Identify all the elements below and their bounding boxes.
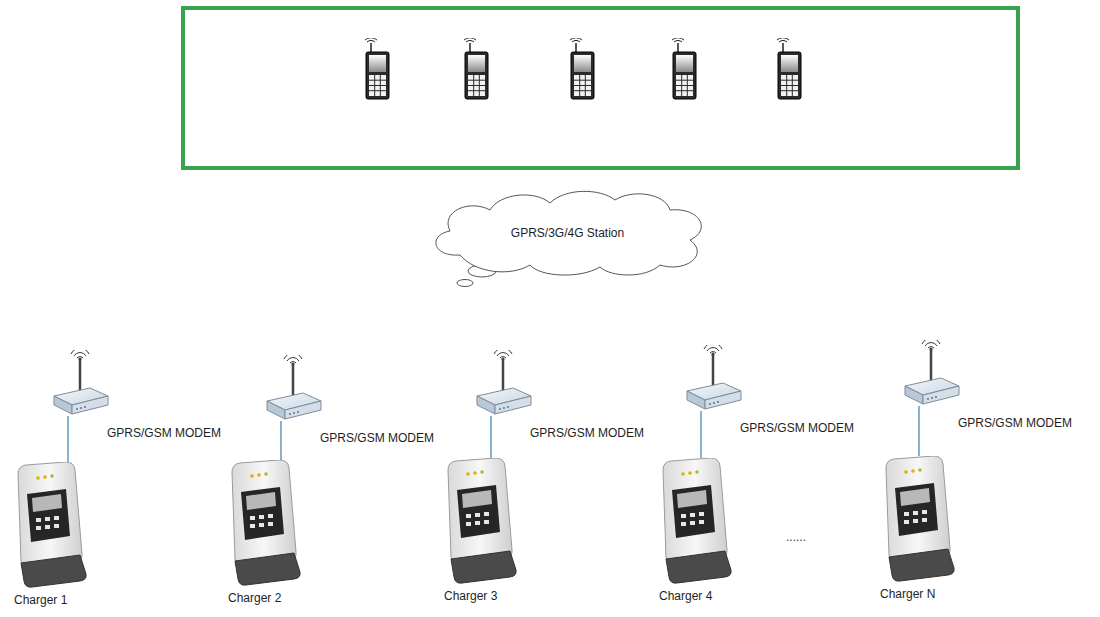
modem-icon — [905, 338, 959, 404]
modem-label: GPRS/GSM MODEM — [740, 421, 900, 435]
thought-bubble — [457, 280, 473, 287]
station-cloud: GPRS/3G/4G Station — [420, 185, 715, 280]
charger-label: Charger N — [880, 587, 980, 601]
charger-node: Charger 3 — [438, 458, 518, 584]
modem-icon — [687, 343, 741, 409]
modem-node: GPRS/GSM MODEM — [263, 355, 323, 421]
phone-icon — [570, 38, 594, 99]
modem-cable — [280, 421, 281, 460]
phone-icon — [672, 38, 696, 99]
modem-node: GPRS/GSM MODEM — [473, 350, 533, 416]
modem-node: GPRS/GSM MODEM — [901, 340, 961, 406]
charger-icon — [448, 458, 516, 583]
modem-cable — [918, 406, 919, 456]
station-label: GPRS/3G/4G Station — [420, 185, 715, 280]
charger-label: Charger 3 — [444, 589, 544, 603]
charger-label: Charger 1 — [14, 593, 114, 607]
ellipsis-label: ...... — [786, 530, 806, 544]
charger-icon — [663, 458, 731, 583]
charger-label: Charger 4 — [659, 589, 759, 603]
modem-node: GPRS/GSM MODEM — [683, 345, 743, 411]
charger-node: Charger 4 — [653, 458, 733, 584]
charger-node: Charger N — [876, 456, 956, 582]
charger-node: Charger 2 — [222, 460, 302, 586]
modem-icon — [267, 353, 321, 419]
charger-icon — [886, 456, 954, 581]
charger-label: Charger 2 — [228, 591, 328, 605]
modem-label: GPRS/GSM MODEM — [320, 431, 480, 445]
phone-icon — [464, 38, 488, 99]
charger-icon — [18, 462, 86, 587]
phone-icon — [777, 38, 801, 99]
modem-cable — [67, 416, 68, 462]
charger-icon — [232, 460, 300, 585]
modem-cable — [700, 411, 701, 458]
modem-cable — [490, 416, 491, 458]
modem-icon — [54, 348, 108, 414]
modem-label: GPRS/GSM MODEM — [107, 426, 267, 440]
phone-icon — [365, 38, 389, 99]
modem-icon — [477, 348, 531, 414]
modem-label: GPRS/GSM MODEM — [958, 416, 1100, 430]
modem-label: GPRS/GSM MODEM — [530, 426, 690, 440]
charger-node: Charger 1 — [8, 462, 88, 588]
modem-node: GPRS/GSM MODEM — [50, 350, 110, 416]
device-group-frame — [183, 8, 1018, 168]
